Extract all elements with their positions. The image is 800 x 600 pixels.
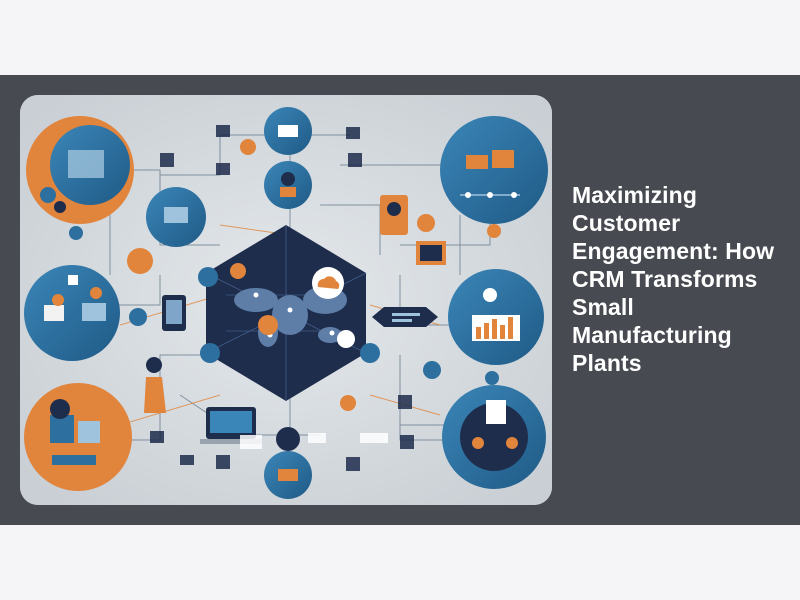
crm-network-illustration [20,95,552,505]
bottom-whitespace [0,525,800,600]
article-title: Maximizing Customer Engagement: How CRM … [572,182,775,376]
top-whitespace [0,0,800,75]
crm-network-illustration-icon [20,95,552,505]
hero-banner: Maximizing Customer Engagement: How CRM … [0,75,800,525]
